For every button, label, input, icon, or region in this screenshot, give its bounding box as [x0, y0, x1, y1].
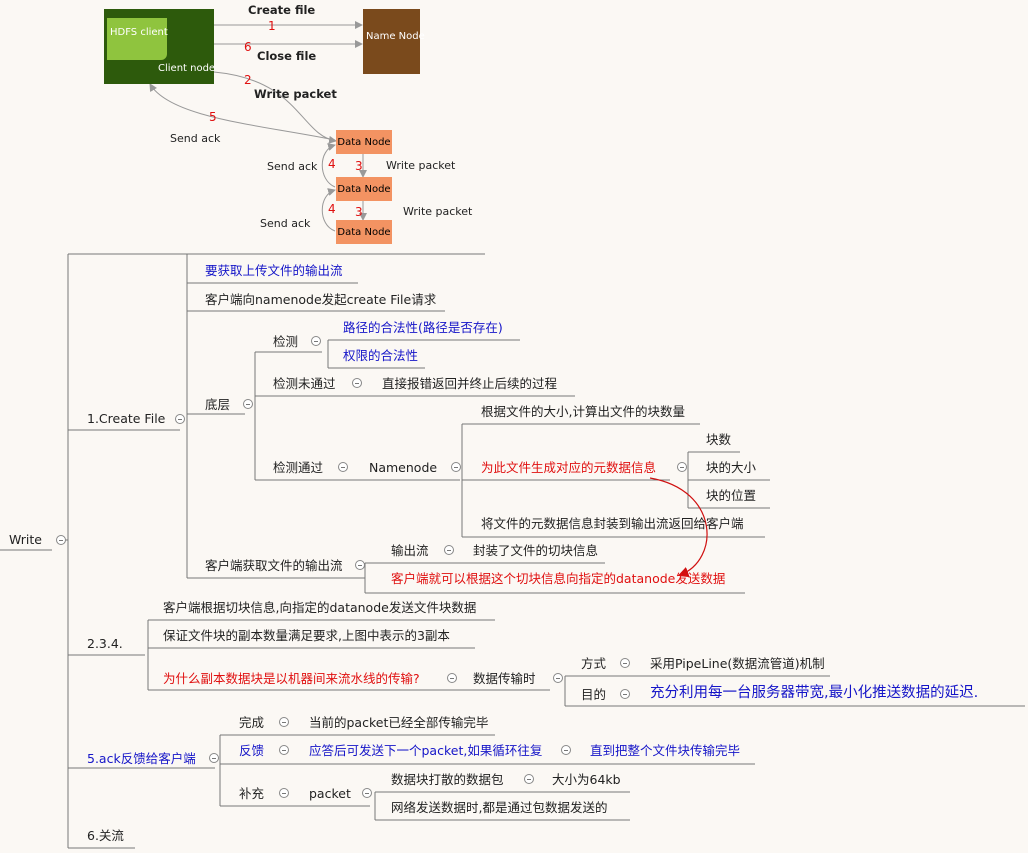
node-block-location[interactable]: 块的位置: [706, 488, 757, 503]
collapse-output-stream-icon[interactable]: [444, 545, 454, 555]
node-send-blocks[interactable]: 客户端根据切块信息,向指定的datanode发送文件块数据: [163, 600, 477, 615]
node-wrap-metadata[interactable]: 将文件的元数据信息封装到输出流返回给客户端: [481, 516, 744, 531]
data-node-2-label: Data Node: [337, 183, 391, 195]
send-ack-3-label: Send ack: [260, 217, 311, 230]
mindmap-branches: [0, 253, 1025, 849]
data-node-2: Data Node: [336, 177, 392, 201]
write-packet-main-label: Write packet: [254, 87, 337, 101]
collapse-check-passed-icon[interactable]: [338, 462, 348, 472]
step-3a-label: 3: [355, 159, 363, 173]
node-feedback[interactable]: 反馈: [239, 743, 265, 758]
node-check-passed[interactable]: 检测通过: [273, 460, 324, 475]
collapse-next-packet-icon[interactable]: [561, 745, 571, 755]
node-client-gets-stream[interactable]: 客户端获取文件的输出流: [205, 558, 343, 573]
step-3b-label: 3: [355, 205, 363, 219]
collapse-bottom-layer-icon[interactable]: [243, 399, 253, 409]
data-node-3-label: Data Node: [337, 226, 391, 238]
step-2-label: 2: [244, 73, 252, 87]
node-output-stream[interactable]: 输出流: [391, 543, 429, 558]
node-done[interactable]: 完成: [239, 715, 265, 730]
step-5-label: 5: [209, 110, 217, 124]
node-path-valid[interactable]: 路径的合法性(路径是否存在): [343, 320, 503, 335]
collapse-supplement-icon[interactable]: [279, 788, 289, 798]
node-replicas[interactable]: 保证文件块的副本数量满足要求,上图中表示的3副本: [163, 628, 450, 643]
node-packet-def[interactable]: 数据块打散的数据包: [391, 772, 504, 787]
client-node-label: Client node: [158, 63, 216, 74]
collapse-metadata-icon[interactable]: [677, 462, 687, 472]
write-packet-3-label: Write packet: [403, 205, 473, 218]
diagram-arrows: [149, 21, 367, 232]
relation-arrow: [649, 477, 708, 578]
node-block-size[interactable]: 块的大小: [706, 460, 757, 475]
name-node-label: Name Node: [366, 31, 425, 42]
collapse-purpose-icon[interactable]: [620, 689, 630, 699]
node-next-packet[interactable]: 应答后可发送下一个packet,如果循环往复: [309, 743, 543, 758]
node-send-request[interactable]: 客户端向namenode发起create File请求: [205, 292, 437, 307]
node-purpose-text[interactable]: 充分利用每一台服务器带宽,最小化推送数据的延迟.: [650, 685, 979, 701]
node-why-pipeline[interactable]: 为什么副本数据块是以机器间来流水线的传输?: [163, 671, 420, 686]
node-gen-metadata[interactable]: 为此文件生成对应的元数据信息: [481, 460, 657, 475]
collapse-feedback-icon[interactable]: [279, 745, 289, 755]
data-node-3: Data Node: [336, 220, 392, 244]
node-report-error[interactable]: 直接报错返回并终止后续的过程: [382, 376, 558, 391]
node-check[interactable]: 检测: [273, 334, 299, 349]
node-method[interactable]: 方式: [581, 656, 607, 671]
hdfs-client-box: [107, 18, 167, 60]
node-client-send-data[interactable]: 客户端就可以根据这个切块信息向指定的datanode发送数据: [391, 571, 726, 586]
data-node-1-label: Data Node: [337, 136, 391, 148]
node-steps-234[interactable]: 2.3.4.: [87, 636, 123, 651]
node-pipeline[interactable]: 采用PipeLine(数据流管道)机制: [650, 656, 825, 671]
step-1-label: 1: [268, 19, 276, 33]
create-file-label: Create file: [248, 3, 316, 17]
step-4a-label: 4: [328, 157, 336, 171]
collapse-data-transfer-icon[interactable]: [553, 673, 563, 683]
send-ack-1-label: Send ack: [170, 132, 221, 145]
collapse-why-pipeline-icon[interactable]: [447, 673, 457, 683]
collapse-check-icon[interactable]: [311, 336, 321, 346]
collapse-check-failed-icon[interactable]: [352, 378, 362, 388]
collapse-packet-icon[interactable]: [362, 788, 372, 798]
node-packet[interactable]: packet: [309, 786, 351, 801]
collapse-done-icon[interactable]: [279, 717, 289, 727]
collapse-ack-icon[interactable]: [209, 753, 219, 763]
node-until-done[interactable]: 直到把整个文件块传输完毕: [590, 743, 741, 758]
node-check-failed[interactable]: 检测未通过: [273, 376, 336, 391]
node-bottom-layer[interactable]: 底层: [205, 397, 231, 412]
node-block-count[interactable]: 块数: [706, 432, 732, 447]
node-packet-size[interactable]: 大小为64kb: [552, 772, 621, 787]
data-node-1: Data Node: [336, 130, 392, 154]
node-data-transfer[interactable]: 数据传输时: [473, 671, 536, 686]
node-packet-done[interactable]: 当前的packet已经全部传输完毕: [309, 715, 489, 730]
node-purpose[interactable]: 目的: [581, 687, 607, 702]
send-ack-2-label: Send ack: [267, 160, 318, 173]
collapse-packet-def-icon[interactable]: [524, 774, 534, 784]
collapse-root-icon[interactable]: [56, 535, 66, 545]
node-ack[interactable]: 5.ack反馈给客户端: [87, 751, 196, 766]
node-close[interactable]: 6.关流: [87, 828, 124, 843]
node-calc-blocks[interactable]: 根据文件的大小,计算出文件的块数量: [481, 404, 685, 419]
write-packet-2-label: Write packet: [386, 159, 456, 172]
node-network-send[interactable]: 网络发送数据时,都是通过包数据发送的: [391, 800, 608, 815]
node-supplement[interactable]: 补充: [239, 786, 265, 801]
root-node-write[interactable]: Write: [9, 532, 43, 547]
node-wrapped-split-info[interactable]: 封装了文件的切块信息: [473, 543, 599, 558]
step-6-label: 6: [244, 40, 252, 54]
node-create-file[interactable]: 1.Create File: [87, 411, 166, 426]
node-get-output-stream[interactable]: 要获取上传文件的输出流: [205, 263, 343, 278]
collapse-method-icon[interactable]: [620, 658, 630, 668]
node-permission-valid[interactable]: 权限的合法性: [343, 348, 419, 363]
collapse-create-file-icon[interactable]: [175, 414, 185, 424]
name-node-box: [363, 9, 420, 74]
hdfs-client-label: HDFS client: [110, 27, 168, 38]
node-namenode[interactable]: Namenode: [369, 460, 438, 475]
collapse-client-stream-icon[interactable]: [355, 560, 365, 570]
close-file-label: Close file: [257, 49, 317, 63]
collapse-namenode-icon[interactable]: [451, 462, 461, 472]
step-4b-label: 4: [328, 202, 336, 216]
